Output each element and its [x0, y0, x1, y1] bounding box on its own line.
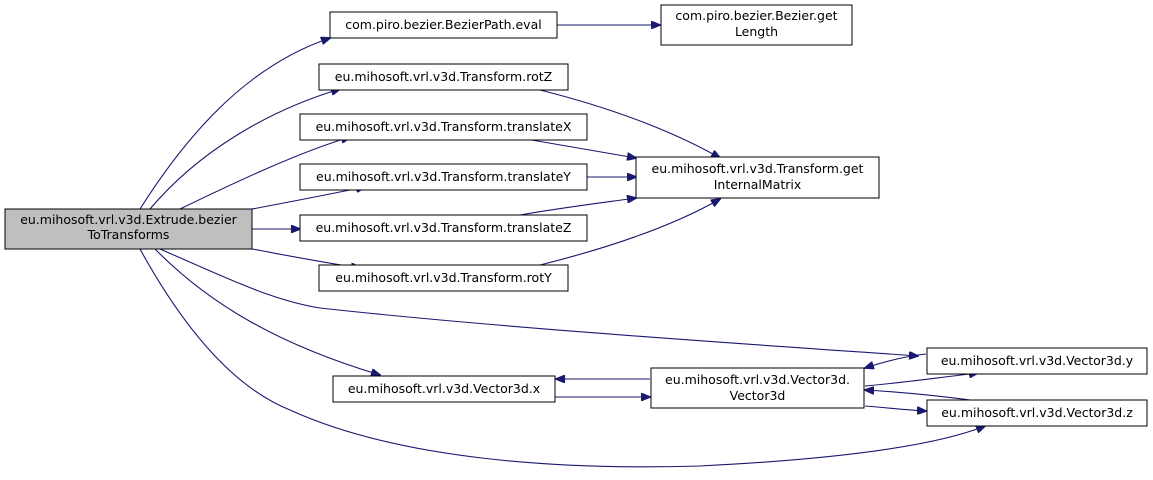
node-box	[299, 214, 588, 242]
node-box	[318, 63, 569, 91]
node-transform-roty[interactable]: eu.mihosoft.vrl.v3d.Transform.rotY	[318, 264, 569, 292]
node-box	[650, 367, 865, 409]
node-box	[926, 347, 1148, 375]
node-vector3d-x[interactable]: eu.mihosoft.vrl.v3d.Vector3d.x	[332, 375, 556, 403]
edge-rotz-to-internal	[539, 89, 720, 158]
node-vector3d-y[interactable]: eu.mihosoft.vrl.v3d.Vector3d.y	[926, 347, 1148, 375]
node-box	[329, 11, 558, 39]
node-label: eu.mihosoft.vrl.v3d.Vector3d.x	[348, 381, 540, 396]
edge-vector-z-to-vector-ctor	[865, 390, 979, 402]
node-label-line-1: eu.mihosoft.vrl.v3d.Transform.get	[652, 161, 864, 176]
node-label-line-2: InternalMatrix	[714, 177, 802, 192]
node-label-line-1: eu.mihosoft.vrl.v3d.Extrude.bezier	[20, 212, 237, 227]
node-transform-get-internal-matrix[interactable]: eu.mihosoft.vrl.v3d.Transform.get Intern…	[635, 156, 880, 199]
node-box	[332, 375, 556, 403]
edge-vector-y-to-vector-ctor	[865, 353, 927, 368]
node-box	[635, 156, 880, 199]
node-vector3d-constructor[interactable]: eu.mihosoft.vrl.v3d.Vector3d. Vector3d	[650, 367, 865, 409]
edge-extrude-to-vector-y	[159, 248, 918, 356]
edge-translatez-to-internal	[519, 198, 636, 216]
node-bezier-path-eval[interactable]: com.piro.bezier.BezierPath.eval	[329, 11, 558, 39]
node-label: eu.mihosoft.vrl.v3d.Transform.rotZ	[335, 69, 552, 84]
node-box	[318, 264, 569, 292]
node-label: eu.mihosoft.vrl.v3d.Vector3d.y	[941, 353, 1134, 368]
edge-vector-ctor-to-vector-y	[864, 373, 978, 387]
node-label: eu.mihosoft.vrl.v3d.Vector3d.z	[941, 405, 1133, 420]
node-box	[926, 399, 1148, 427]
node-box	[299, 163, 588, 191]
edges	[139, 25, 985, 468]
node-bezier-get-length[interactable]: com.piro.bezier.Bezier.get Length	[660, 4, 853, 46]
edge-extrude-to-vector-x	[154, 248, 380, 375]
node-label: eu.mihosoft.vrl.v3d.Transform.translateZ	[316, 220, 572, 235]
edge-translatex-to-internal	[519, 137, 636, 158]
node-label-line-2: Vector3d	[730, 388, 786, 403]
node-transform-translatez[interactable]: eu.mihosoft.vrl.v3d.Transform.translateZ	[299, 214, 588, 242]
node-extrude-bezier-to-transforms[interactable]: eu.mihosoft.vrl.v3d.Extrude.bezier ToTra…	[4, 208, 253, 250]
node-label: eu.mihosoft.vrl.v3d.Transform.translateY	[316, 169, 571, 184]
node-label-line-1: com.piro.bezier.Bezier.get	[675, 8, 837, 23]
node-label: com.piro.bezier.BezierPath.eval	[345, 17, 541, 32]
node-box	[660, 4, 853, 46]
node-label: eu.mihosoft.vrl.v3d.Transform.rotY	[335, 270, 552, 285]
edge-roty-to-internal	[539, 199, 720, 266]
edge-extrude-to-vector-z	[139, 248, 985, 468]
node-label-line-2: Length	[735, 24, 778, 39]
node-label-line-2: ToTransforms	[87, 227, 170, 242]
node-vector3d-z[interactable]: eu.mihosoft.vrl.v3d.Vector3d.z	[926, 399, 1148, 427]
edge-extrude-to-bezier-eval	[139, 38, 330, 210]
node-label: eu.mihosoft.vrl.v3d.Transform.translateX	[316, 119, 572, 134]
node-box	[4, 208, 253, 250]
edge-extrude-to-rotz	[149, 89, 340, 210]
node-transform-translatey[interactable]: eu.mihosoft.vrl.v3d.Transform.translateY	[299, 163, 588, 191]
node-box	[299, 113, 588, 141]
edge-vector-ctor-to-vector-z	[864, 405, 926, 411]
node-transform-translatex[interactable]: eu.mihosoft.vrl.v3d.Transform.translateX	[299, 113, 588, 141]
node-transform-rotz[interactable]: eu.mihosoft.vrl.v3d.Transform.rotZ	[318, 63, 569, 91]
edge-extrude-to-translatex	[179, 137, 350, 210]
node-label-line-1: eu.mihosoft.vrl.v3d.Vector3d.	[665, 372, 850, 387]
